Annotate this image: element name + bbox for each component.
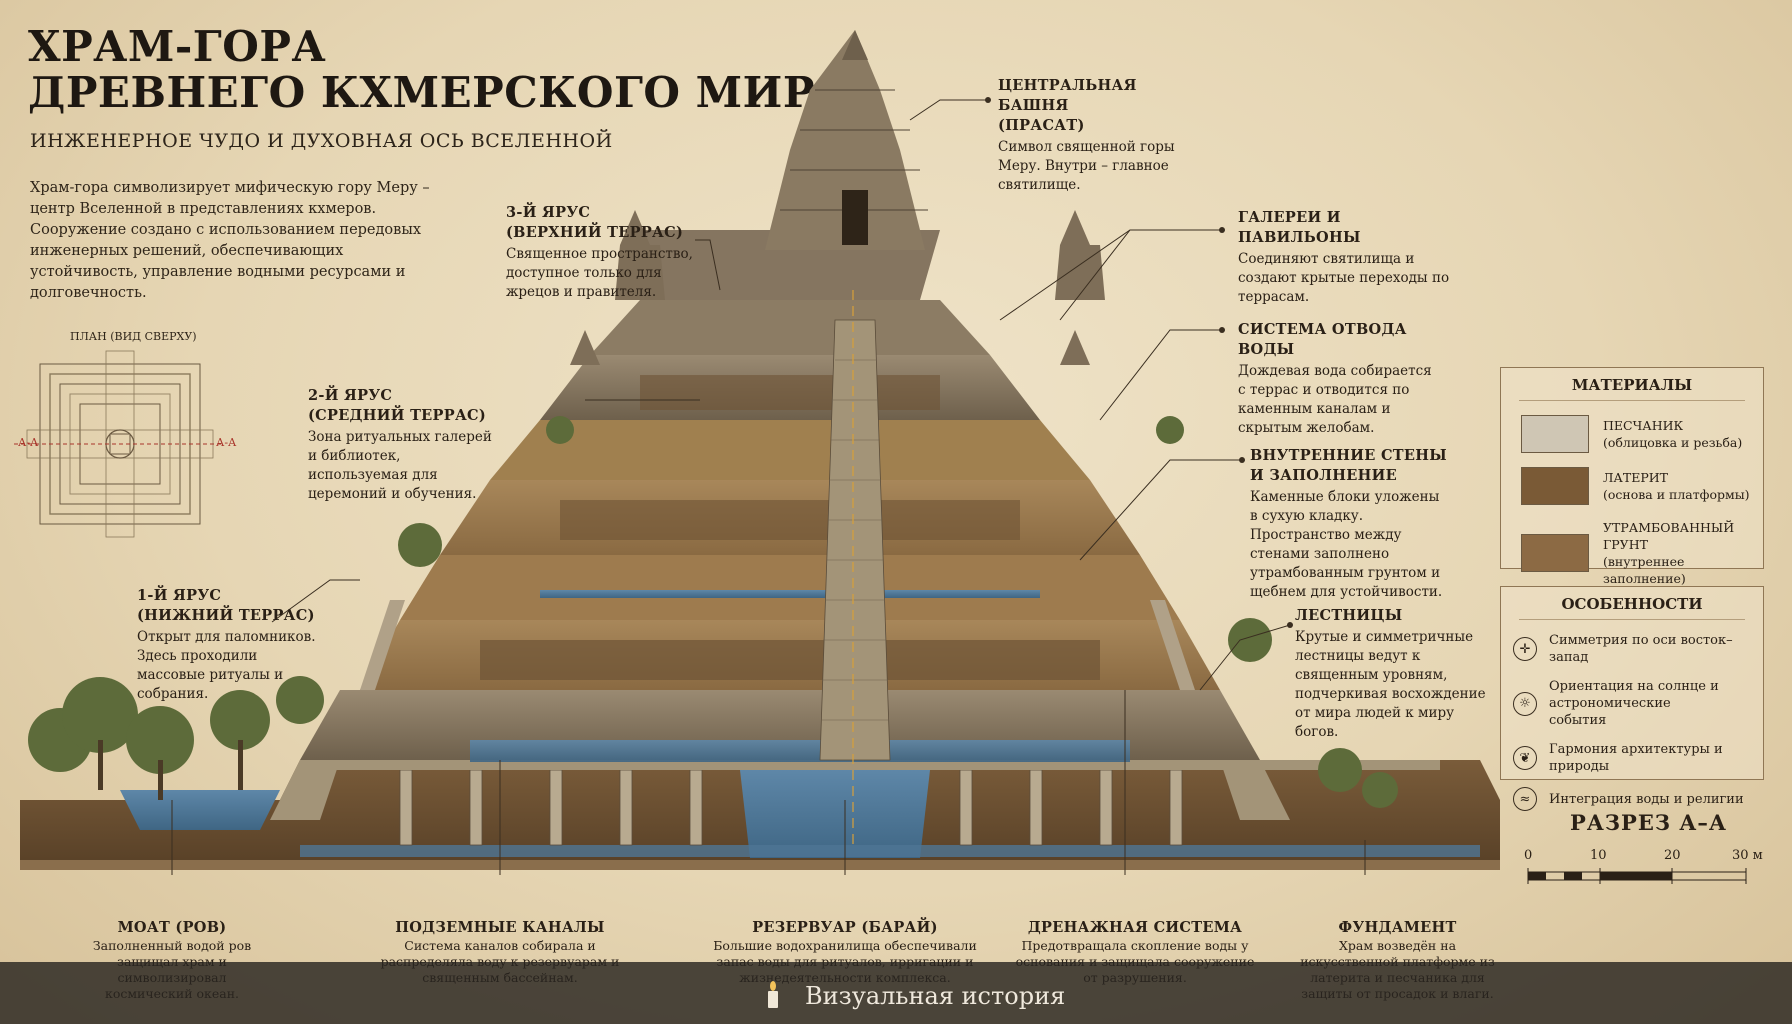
scale-label-10: 10: [1590, 848, 1607, 863]
leaf-icon: ❦: [1513, 746, 1537, 770]
reservoir-water: [740, 770, 930, 858]
label-stairs-title: ЛЕСТНИЦЫ: [1295, 607, 1403, 624]
scale-label-20: 20: [1664, 848, 1681, 863]
features-title: ОСОБЕННОСТИ: [1519, 587, 1745, 620]
materials-panel: МАТЕРИАЛЫ ПЕСЧАНИК (облицовка и резьба) Л…: [1500, 367, 1764, 586]
label-tier2-title1: 2-Й ЯРУС: [308, 387, 393, 404]
plan-title: ПЛАН (ВИД СВЕРХУ): [70, 330, 197, 343]
feature-symmetry: ✛ Симметрия по оси восток–запад: [1513, 632, 1763, 666]
laterite-swatch: [1521, 467, 1589, 505]
material-laterite-name: ЛАТЕРИТ: [1603, 470, 1669, 485]
label-tier3-title1: 3-Й ЯРУС: [506, 204, 591, 221]
feature-sun-label: Ориентация на солнце и астрономические с…: [1549, 679, 1719, 728]
label-tier1-title1: 1-Й ЯРУС: [137, 587, 222, 604]
label-walls: ВНУТРЕННИЕ СТЕНЫ И ЗАПОЛНЕНИЕ Каменные б…: [1250, 446, 1450, 602]
section-title: РАЗРЕЗ А–А: [1570, 810, 1727, 835]
material-soil-name: УТРАМБОВАННЫЙ ГРУНТ: [1603, 520, 1735, 552]
label-reservoir-title: РЕЗЕРВУАР (БАРАЙ): [752, 919, 938, 936]
feature-sun: ☼ Ориентация на солнце и астрономические…: [1513, 678, 1763, 729]
label-tower-title1: ЦЕНТРАЛЬНАЯ БАШНЯ: [998, 77, 1137, 114]
scale-label-0: 0: [1524, 848, 1533, 863]
page-title: ХРАМ-ГОРА ДРЕВНЕГО КХМЕРСКОГО МИРА: [28, 24, 850, 116]
material-soil: УТРАМБОВАННЫЙ ГРУНТ(внутреннее заполнени…: [1521, 519, 1763, 587]
footer-bar: [0, 962, 1792, 1024]
label-tower: ЦЕНТРАЛЬНАЯ БАШНЯ (ПРАСАТ) Символ священ…: [998, 76, 1188, 195]
label-galleries: ГАЛЕРЕИ И ПАВИЛЬОНЫ Соединяют святилища …: [1238, 208, 1468, 307]
label-galleries-text: Соединяют святилища и создают крытые пер…: [1238, 251, 1450, 305]
label-walls-text: Каменные блоки уложены в сухую кладку. П…: [1250, 489, 1443, 600]
material-sandstone-note: (облицовка и резьба): [1603, 435, 1743, 450]
label-tier2: 2-Й ЯРУС (СРЕДНИЙ ТЕРРАС) Зона ритуальны…: [308, 386, 498, 504]
material-sandstone: ПЕСЧАНИК (облицовка и резьба): [1521, 415, 1763, 453]
label-tier1-title2: (НИЖНИЙ ТЕРРАС): [137, 607, 315, 624]
label-walls-title2: И ЗАПОЛНЕНИЕ: [1250, 467, 1397, 484]
materials-title: МАТЕРИАЛЫ: [1519, 368, 1745, 401]
label-tier3-title2: (ВЕРХНИЙ ТЕРРАС): [506, 224, 684, 241]
label-tier1: 1-Й ЯРУС (НИЖНИЙ ТЕРРАС) Открыт для пало…: [137, 586, 327, 704]
title-line-2: ДРЕВНЕГО КХМЕРСКОГО МИРА: [28, 68, 850, 117]
plan-section-right-label: А-А: [216, 436, 237, 449]
label-drainage-title: СИСТЕМА ОТВОДА ВОДЫ: [1238, 321, 1407, 358]
scale-bar: [1527, 868, 1747, 884]
label-drain-system-title: ДРЕНАЖНАЯ СИСТЕМА: [1027, 919, 1243, 936]
sandstone-swatch: [1521, 415, 1589, 453]
label-walls-title1: ВНУТРЕННИЕ СТЕНЫ: [1250, 447, 1447, 464]
feature-water: ≈ Интеграция воды и религии: [1513, 787, 1763, 811]
label-tower-title2: (ПРАСАТ): [998, 117, 1085, 134]
material-laterite-note: (основа и платформы): [1603, 487, 1750, 502]
label-tier3: 3-Й ЯРУС (ВЕРХНИЙ ТЕРРАС) Священное прос…: [506, 203, 706, 302]
material-soil-note: (внутреннее заполнение): [1603, 554, 1686, 586]
moat-water: [120, 790, 280, 830]
intro-text: Храм-гора символизирует мифическую гору …: [30, 180, 430, 301]
label-stairs-text: Крутые и симметричные лестницы ведут к с…: [1295, 629, 1486, 740]
label-tier2-text: Зона ритуальных галерей и библиотек, исп…: [308, 429, 492, 502]
water-icon: ≈: [1513, 787, 1537, 811]
label-drainage-text: Дождевая вода собирается с террас и отво…: [1238, 363, 1432, 436]
label-tier2-title2: (СРЕДНИЙ ТЕРРАС): [308, 407, 487, 424]
label-stairs: ЛЕСТНИЦЫ Крутые и симметричные лестницы …: [1295, 606, 1495, 742]
label-foundation-title: ФУНДАМЕНТ: [1338, 919, 1457, 936]
label-tier3-text: Священное пространство, доступное только…: [506, 246, 693, 300]
plan-section-left-label: А-А: [18, 436, 39, 449]
soil-swatch: [1521, 534, 1589, 572]
plan-diagram: [14, 350, 224, 538]
page-subtitle: ИНЖЕНЕРНОЕ ЧУДО И ДУХОВНАЯ ОСЬ ВСЕЛЕННОЙ: [30, 130, 613, 152]
label-drainage: СИСТЕМА ОТВОДА ВОДЫ Дождевая вода собира…: [1238, 320, 1438, 438]
footer-text: Визуальная история: [805, 982, 1066, 1010]
title-line-1: ХРАМ-ГОРА: [28, 22, 327, 71]
label-tower-text: Символ священной горы Меру. Внутри – гла…: [998, 139, 1175, 193]
scale-label-30: 30 м: [1732, 848, 1763, 863]
features-panel: ОСОБЕННОСТИ ✛ Симметрия по оси восток–за…: [1500, 586, 1764, 811]
label-canals-title: ПОДЗЕМНЫЕ КАНАЛЫ: [395, 919, 605, 936]
feature-harmony: ❦ Гармония архитектуры и природы: [1513, 741, 1763, 775]
feature-water-label: Интеграция воды и религии: [1549, 791, 1744, 807]
material-sandstone-name: ПЕСЧАНИК: [1603, 418, 1684, 433]
label-moat-title: МОАТ (РОВ): [117, 919, 227, 936]
sun-icon: ☼: [1513, 691, 1537, 716]
compass-icon: ✛: [1513, 637, 1537, 661]
feature-symmetry-label: Симметрия по оси восток–запад: [1549, 633, 1733, 665]
feature-harmony-label: Гармония архитектуры и природы: [1549, 742, 1723, 774]
label-tier1-text: Открыт для паломников. Здесь проходили м…: [137, 629, 316, 702]
label-galleries-title: ГАЛЕРЕИ И ПАВИЛЬОНЫ: [1238, 209, 1361, 246]
material-laterite: ЛАТЕРИТ (основа и платформы): [1521, 467, 1763, 505]
candle-icon: [768, 981, 778, 1008]
